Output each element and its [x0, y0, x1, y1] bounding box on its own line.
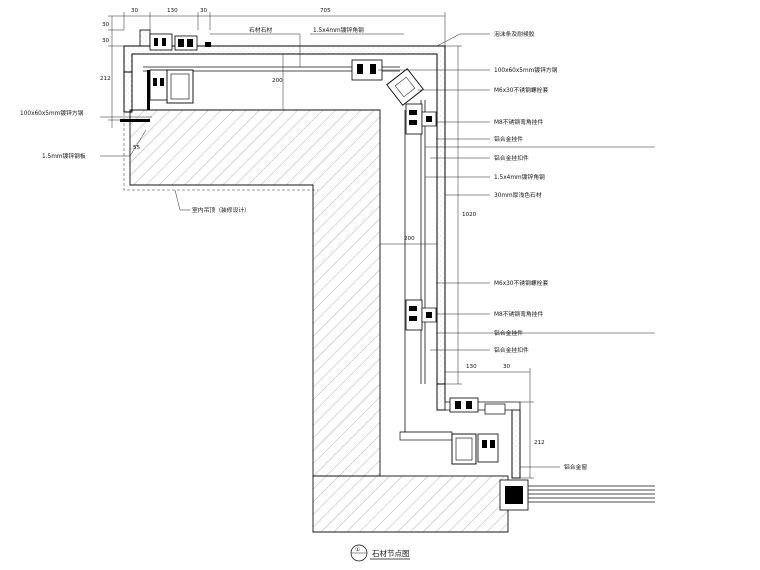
label-alu-4: 铝合金挂扣件 [494, 346, 529, 354]
label-bar-left: 100x60x5mm镀锌方钢 [20, 109, 84, 117]
floor-slab [312, 475, 509, 533]
title-tag: ① [355, 546, 360, 553]
bracket-top-main [120, 69, 194, 122]
bracket-bottom [449, 397, 506, 465]
aluminum-window [499, 479, 655, 511]
dim-wall-200: 200 [404, 236, 415, 242]
drawing-title: ① 石材节点图 [350, 544, 410, 562]
ceiling-outline [123, 113, 318, 191]
dim-bottom-30: 30 [503, 364, 511, 370]
dim-right-1020: 1020 [462, 212, 477, 218]
dim-bottom-212: 212 [534, 440, 545, 446]
label-bolt-1: M6x30不锈钢螺栓套 [494, 86, 548, 94]
concrete-wall [129, 109, 381, 477]
bracket-right-lower [405, 299, 437, 331]
dim-top-30-right: 30 [200, 8, 208, 14]
label-bracket-1: M8不锈钢弯角挂件 [494, 118, 543, 126]
bracket-corner [386, 68, 424, 106]
label-stone-top: 石材石材 [249, 26, 272, 34]
label-bolt-2: M6x30不锈钢螺栓套 [494, 279, 548, 287]
bracket-top-left [149, 33, 211, 51]
dim-left-30-bottom: 30 [102, 38, 110, 44]
label-alu-3: 铝合金挂件 [494, 329, 523, 337]
dim-top-30-left: 30 [131, 8, 139, 14]
label-alu-1: 铝合金挂件 [494, 135, 523, 143]
label-stone-mid: 30mm厚浅色石材 [494, 191, 542, 199]
title-text: 石材节点图 [372, 548, 410, 558]
label-window: 铝合金窗 [564, 463, 587, 471]
label-waterproof: 泡沫条及耐候胶 [494, 30, 535, 38]
label-tube-top: 1.5x4mm镀锌角钢 [313, 26, 364, 34]
label-alu-2: 铝合金挂扣件 [494, 154, 529, 162]
label-beam-note: 室内吊顶（装修设计） [192, 206, 250, 214]
dim-bottom-130: 130 [466, 364, 477, 370]
bracket-right-upper [405, 103, 437, 135]
label-bar-top: 100x60x5mm镀锌方钢 [494, 66, 558, 74]
dim-top-130: 130 [167, 8, 178, 14]
dim-beam-200: 200 [272, 78, 283, 84]
label-bracket-2: M8不锈钢弯角挂件 [494, 310, 543, 318]
bracket-top-mid [351, 59, 383, 81]
label-plate-left: 1.5mm镀锌钢板 [42, 152, 86, 160]
dimension-lines [108, 12, 534, 479]
dim-top-705: 705 [320, 8, 331, 14]
dim-left-55: 55 [133, 145, 141, 151]
dim-left-30-top: 30 [102, 22, 110, 28]
leader-lines [100, 33, 655, 468]
label-tube-mid: 1.5x4mm镀锌角钢 [494, 173, 545, 181]
stone-cladding-left [123, 71, 133, 113]
dim-left-212: 212 [100, 76, 111, 82]
